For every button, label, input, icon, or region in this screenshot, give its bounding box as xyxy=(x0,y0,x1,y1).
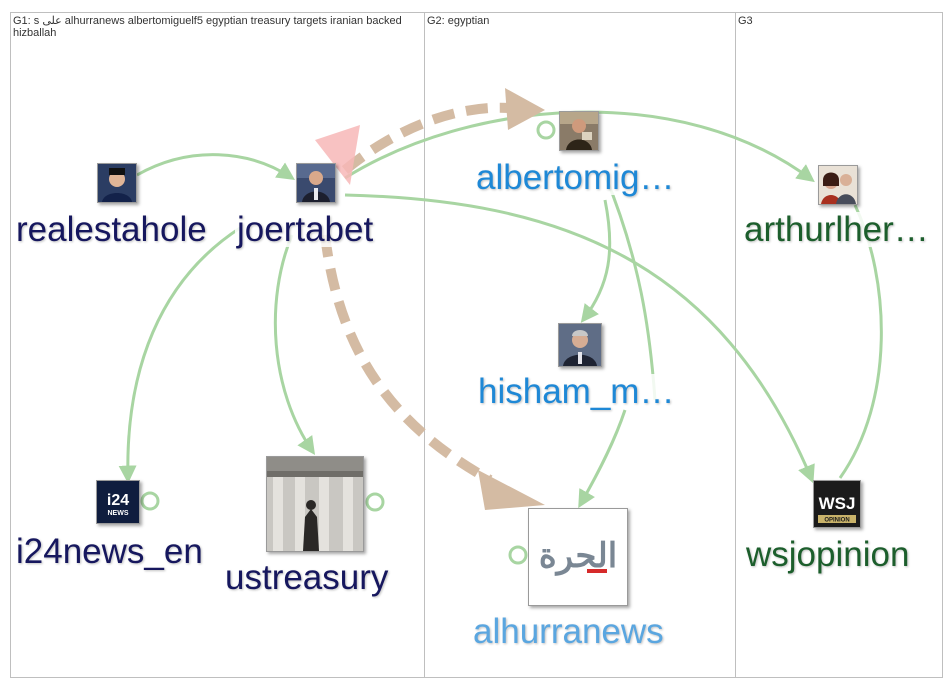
label-alhurranews: alhurranews xyxy=(471,612,666,651)
label-i24news_en: i24news_en xyxy=(14,532,205,571)
edge-albertomig-hisham xyxy=(580,199,612,323)
pink-arrowhead xyxy=(315,125,360,185)
logo-i24news_en[interactable]: i24 NEWS xyxy=(96,480,140,524)
selfloop-ustreasury xyxy=(365,492,385,512)
group-box-g3 xyxy=(735,12,943,678)
group-title-g3: G3 xyxy=(738,15,753,27)
avatar-albertomig[interactable] xyxy=(559,111,599,151)
avatar-arthurlher[interactable] xyxy=(818,165,858,205)
label-realestahole: realestahole xyxy=(14,210,209,249)
label-arthurlher: arthurlher… xyxy=(742,210,931,249)
edge-hisham-alhurranews xyxy=(578,409,627,509)
svg-text:NEWS: NEWS xyxy=(108,510,129,517)
avatar-arthurlher-image xyxy=(819,166,857,204)
label-wsjopinion: wsjopinion xyxy=(744,535,912,574)
arrowhead-albertomig xyxy=(505,88,545,130)
svg-text:OPINION: OPINION xyxy=(824,518,849,524)
arrowhead-alhurranews xyxy=(478,470,545,510)
selfloop-i24news xyxy=(140,491,160,511)
edge-albertomig-wsjopinion xyxy=(603,174,657,401)
alhurra-logo-icon: الحرة xyxy=(529,509,627,605)
selfloop-albertomig xyxy=(536,120,556,140)
label-albertomig: albertomig… xyxy=(474,158,677,197)
logo-wsjopinion[interactable]: WSJ OPINION xyxy=(813,480,861,528)
svg-text:WSJ: WSJ xyxy=(819,494,856,513)
edge-joertabet-wsjopinion xyxy=(344,193,815,484)
avatar-realestahole-image xyxy=(98,164,136,202)
group-title-g1: G1: s على alhurranews albertomiguelf5 eg… xyxy=(13,15,402,39)
group-title-g2: G2: egyptian xyxy=(427,15,490,27)
avatar-joertabet-image xyxy=(297,164,335,202)
i24news-logo-icon: i24 NEWS xyxy=(97,481,139,523)
edge-joertabet-i24news xyxy=(118,226,241,484)
label-ustreasury: ustreasury xyxy=(223,558,391,597)
logo-alhurranews[interactable]: الحرة xyxy=(528,508,628,606)
label-joertabet: joertabet xyxy=(235,210,376,249)
avatar-hisham_m-image xyxy=(559,324,601,366)
svg-text:i24: i24 xyxy=(107,492,129,509)
edge-heavy-joertabet-alhurranews xyxy=(320,234,493,485)
treasury-building-image xyxy=(267,457,363,551)
label-hisham_m: hisham_m… xyxy=(476,372,677,411)
avatar-realestahole[interactable] xyxy=(97,163,137,203)
edge-joertabet-ustreasury xyxy=(273,234,316,455)
selfloop-alhurranews xyxy=(508,545,528,565)
wsj-logo-icon: WSJ OPINION xyxy=(814,481,860,527)
edge-realestahole-joertabet xyxy=(136,153,295,180)
image-ustreasury[interactable] xyxy=(266,456,364,552)
avatar-joertabet[interactable] xyxy=(296,163,336,203)
avatar-albertomig-image xyxy=(560,112,598,150)
avatar-hisham_m[interactable] xyxy=(558,323,602,367)
